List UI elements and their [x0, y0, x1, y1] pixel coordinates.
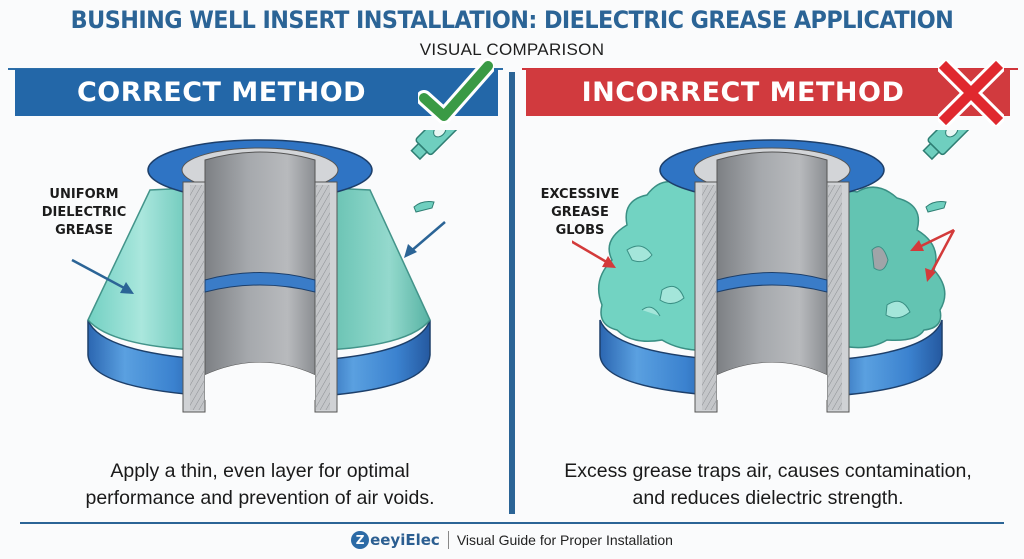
x-mark-icon — [938, 60, 1004, 126]
incorrect-method-banner: INCORRECT METHOD — [526, 69, 1010, 116]
correct-caption: Apply a thin, even layer for optimal per… — [85, 460, 435, 509]
bushing-insert-incorrect-diagram — [572, 130, 975, 413]
uniform-grease-callout: UNIFORM DIELECTRIC GREASE — [41, 187, 127, 238]
grease-tube-icon — [922, 130, 975, 161]
footer-tagline: Visual Guide for Proper Installation — [456, 532, 673, 548]
correct-method-banner: CORRECT METHOD — [15, 69, 498, 116]
footer-separator — [447, 531, 449, 549]
bushing-insert-correct-diagram — [71, 130, 463, 413]
checkmark-icon — [418, 58, 494, 124]
incorrect-caption: Excess grease traps air, causes contamin… — [564, 460, 972, 509]
grease-tube-icon — [410, 130, 463, 161]
excessive-grease-callout: EXCESSIVE GREASE GLOBS — [540, 187, 620, 238]
footer: Z eeyiElec Visual Guide for Proper Insta… — [0, 531, 1024, 549]
logo-badge-icon: Z — [351, 531, 370, 549]
page-subtitle: VISUAL COMPARISON — [419, 40, 605, 59]
logo-text: eeyiElec — [370, 531, 440, 549]
brand-logo: Z eeyiElec — [351, 531, 440, 549]
center-divider — [509, 72, 515, 514]
incorrect-method-label: INCORRECT METHOD — [581, 77, 905, 108]
correct-method-label: CORRECT METHOD — [76, 77, 367, 108]
page-title: BUSHING WELL INSERT INSTALLATION: DIELEC… — [70, 6, 954, 34]
footer-divider — [20, 522, 1004, 524]
